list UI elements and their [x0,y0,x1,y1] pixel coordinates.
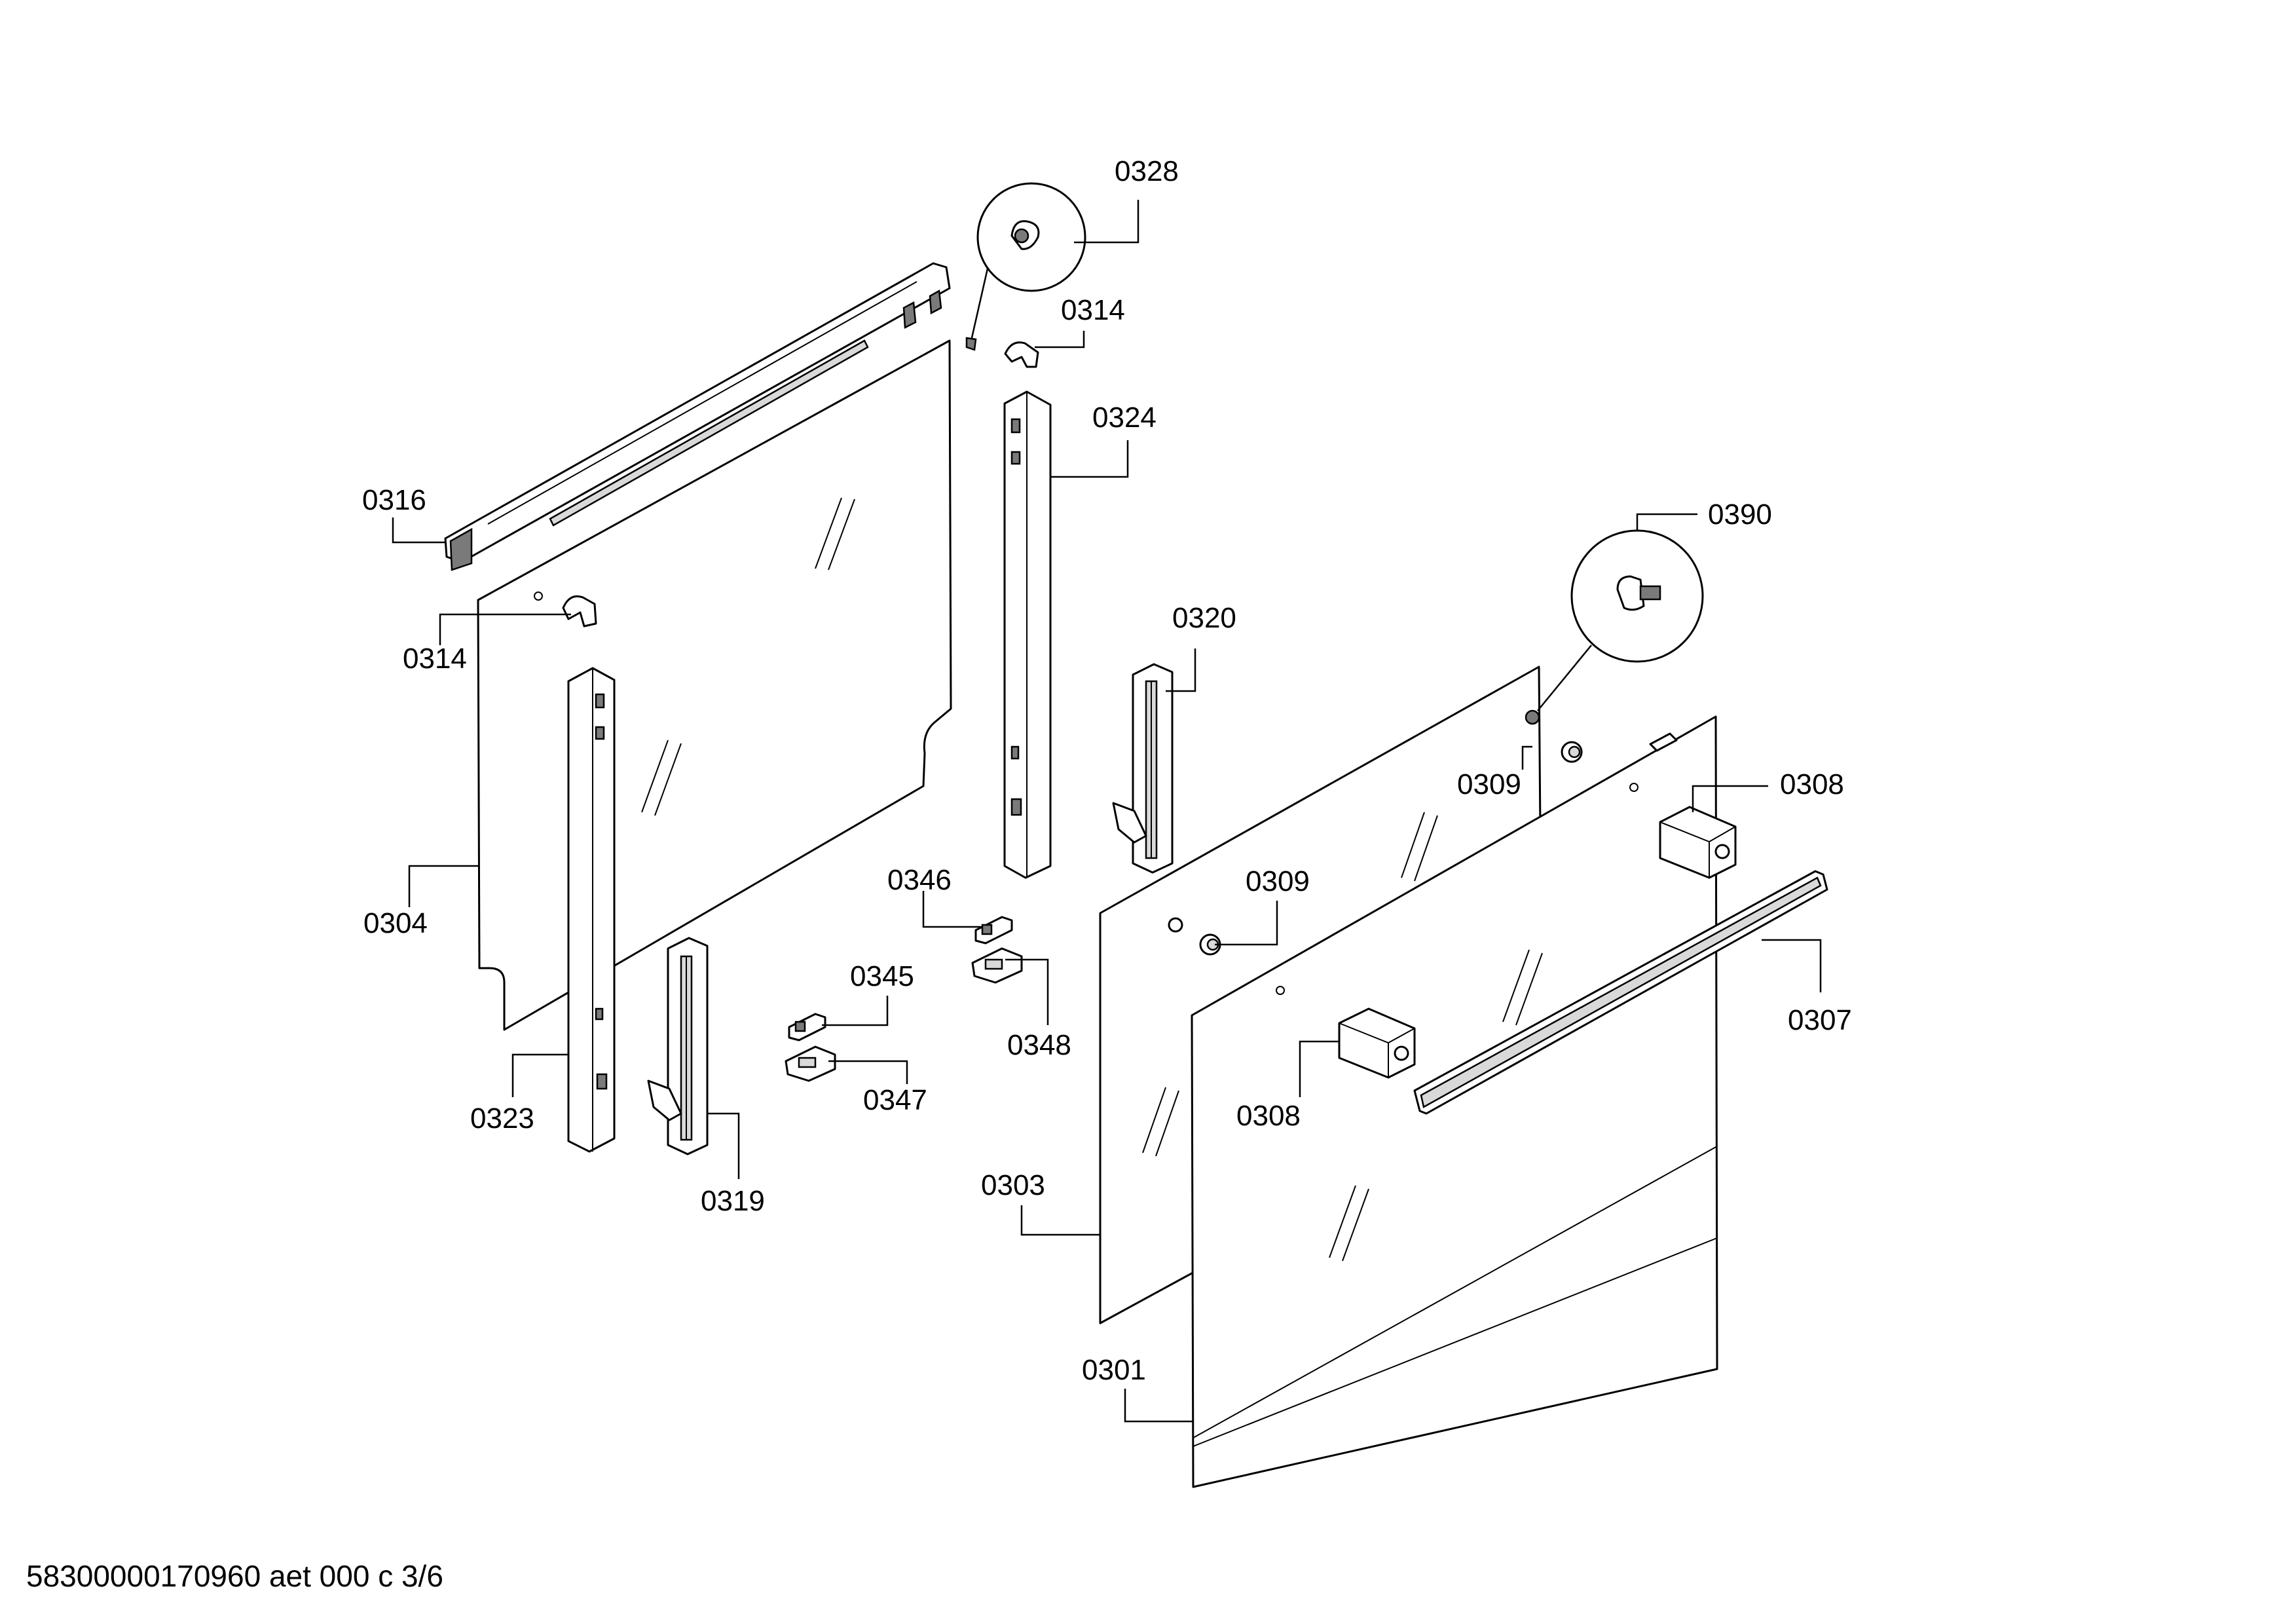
label-0323: 0323 [470,1102,534,1135]
part-0308-cap-mid [1338,1007,1416,1079]
part-0316-top-profile [444,262,951,571]
label-0308-right: 0308 [1780,768,1844,800]
label-0304: 0304 [363,907,428,939]
part-0304-inner-glass [477,339,952,1031]
label-0303: 0303 [981,1169,1045,1201]
label-0316: 0316 [362,484,426,516]
label-0307: 0307 [1788,1004,1852,1036]
part-0307-handle [1413,870,1828,1115]
label-0314-left: 0314 [403,643,467,675]
part-0347-clip [785,1045,836,1082]
part-0314-clip-left [562,595,597,628]
label-0328: 0328 [1115,155,1179,187]
label-0320: 0320 [1172,602,1236,634]
part-0390-detail [1525,529,1704,725]
label-0314-top: 0314 [1061,294,1125,326]
part-0348-clip [971,947,1023,984]
label-0324: 0324 [1092,402,1157,434]
label-0348: 0348 [1007,1029,1071,1061]
label-0345: 0345 [850,960,914,992]
part-0309-spacer-right [1561,741,1583,763]
part-0308-cap-right [1659,806,1737,879]
part-0319-hinge-rail [647,937,709,1155]
label-0390: 0390 [1708,498,1772,531]
label-0346: 0346 [887,864,952,896]
part-0324-right-rail [1003,390,1052,879]
part-0346-clip [974,916,1013,945]
label-0309-right: 0309 [1457,768,1521,800]
leader-lines [392,200,1822,1423]
label-0319: 0319 [701,1185,765,1217]
label-0301: 0301 [1082,1354,1146,1386]
label-0347: 0347 [863,1084,927,1116]
part-0328-detail [965,182,1086,351]
part-labels: 0328 0314 0324 0316 0390 0314 0320 0309 … [362,155,1852,1386]
document-id: 58300000170960 aet 000 c 3/6 [26,1559,443,1593]
label-0309-mid: 0309 [1246,865,1310,897]
part-0320-hinge-rail [1112,663,1174,874]
part-0314-clip-top [1004,341,1039,368]
part-0301-outer-glass [1191,715,1718,1488]
part-0345-clip [788,1013,826,1042]
label-0308-mid: 0308 [1236,1100,1301,1132]
part-0323-left-rail [567,667,616,1153]
